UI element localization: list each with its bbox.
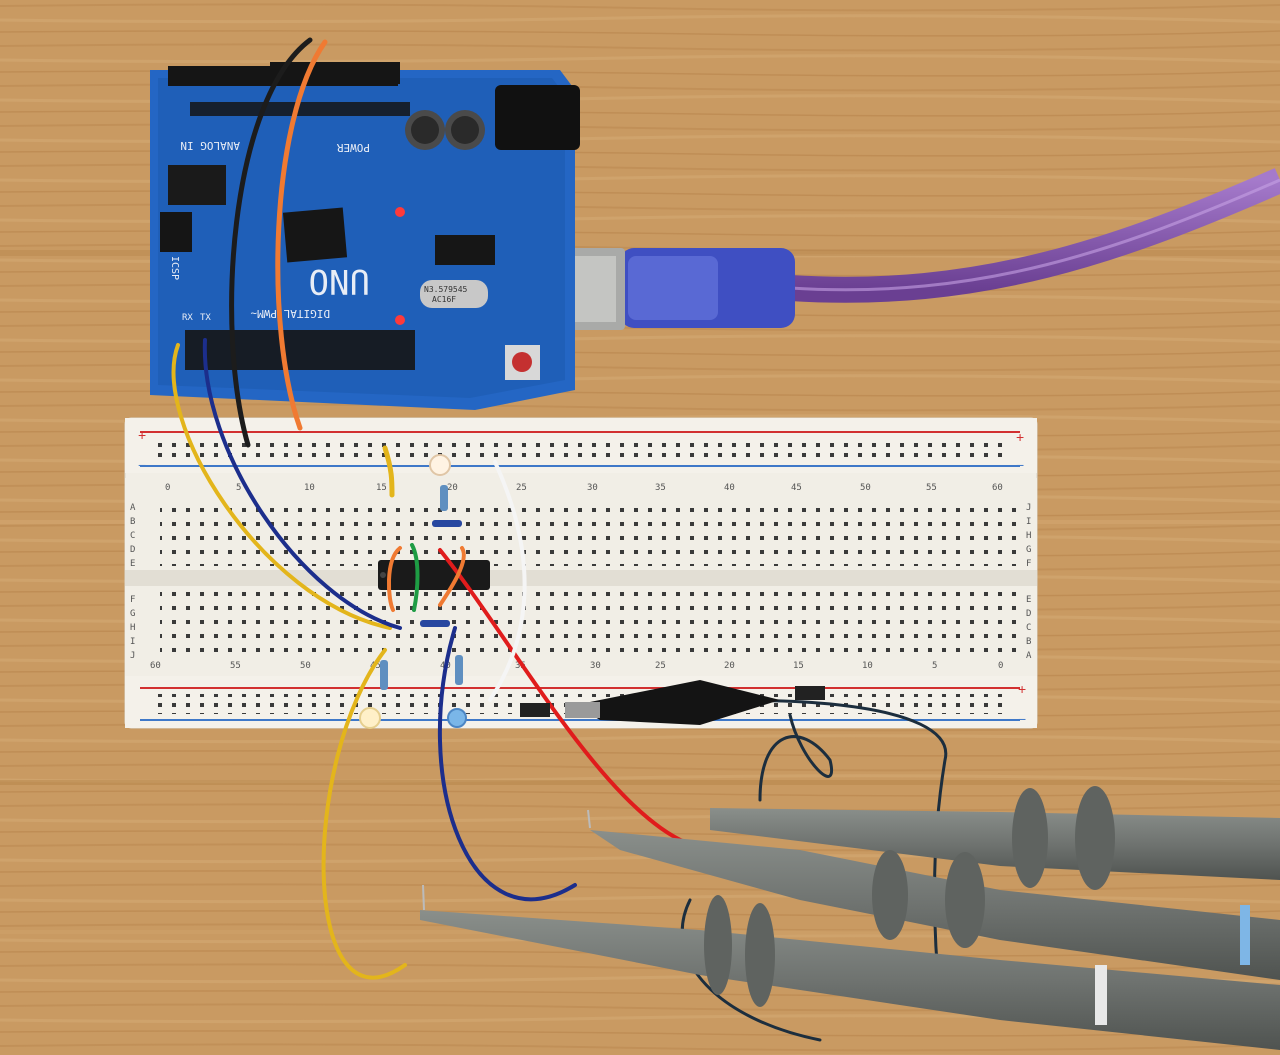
col-num-top: 45 [791,483,802,493]
crystal-label-top: N3.579545 [424,285,468,294]
col-num-top: 40 [724,483,735,493]
rail-minus-top-left: − [138,457,146,473]
row-letter: C [130,531,135,541]
rail-plus-top-left: + [138,427,146,443]
col-num-bottom: 20 [724,661,735,671]
board-silk-icsp: ICSP [169,256,180,280]
col-num-bottom: 5 [932,661,937,671]
col-num-top: 60 [992,483,1003,493]
ic-chip-icon [378,560,490,590]
breadboard-icon: + − + − + − 0 5 10 15 20 25 30 35 40 45 … [124,417,1038,729]
col-num-top: 15 [376,483,387,493]
col-num-top: 50 [860,483,871,493]
row-letter-right: E [1026,595,1031,605]
col-num-bottom: 35 [515,661,526,671]
tx-label: TX [200,313,211,323]
arduino-board-icon: UNO DIGITAL PWM~ POWER ANALOG IN ICSP N3… [150,62,580,410]
board-silk-power: POWER [337,141,370,154]
row-letter: G [130,609,135,619]
col-num-top: 10 [304,483,315,493]
col-num-top: 25 [516,483,527,493]
row-letter: B [130,517,135,527]
col-num-top: 0 [165,483,170,493]
row-letter: E [130,559,135,569]
row-letter-right: H [1026,531,1031,541]
col-num-bottom: 60 [150,661,161,671]
resistor-icon [380,485,463,690]
row-letter: I [130,637,135,647]
oscilloscope-probe-icon [420,786,1280,1050]
col-num-bottom: 50 [300,661,311,671]
col-num-bottom: 0 [998,661,1003,671]
board-name: UNO [309,261,370,301]
rail-plus-top-right: + [1016,429,1024,445]
rx-label: RX [182,313,193,323]
col-num-bottom: 25 [655,661,666,671]
col-num-top: 20 [447,483,458,493]
led-icon [359,454,467,729]
alligator-clip-icon [520,680,825,725]
row-letter: A [130,503,136,513]
col-num-bottom: 10 [862,661,873,671]
col-num-bottom: 30 [590,661,601,671]
row-letter: D [130,545,135,555]
row-letter-right: D [1026,609,1031,619]
board-silk-digital: DIGITAL PWM~ [250,307,330,320]
row-letter: F [130,595,135,605]
row-letter-right: G [1026,545,1031,555]
rail-plus-bottom-right: + [1018,681,1026,697]
row-letter-right: I [1026,517,1031,527]
row-letter-right: A [1026,651,1032,661]
rail-minus-top-right: − [1016,457,1024,473]
col-num-top: 35 [655,483,666,493]
col-num-top: 55 [926,483,937,493]
crystal-label-bottom: AC16F [432,295,456,304]
row-letter: J [130,651,135,661]
col-num-bottom: 55 [230,661,241,671]
row-letter-right: C [1026,623,1031,633]
row-letter-right: F [1026,559,1031,569]
board-silk-analog: ANALOG IN [180,139,240,152]
row-letter-right: J [1026,503,1031,513]
row-letter: H [130,623,135,633]
col-num-top: 5 [236,483,241,493]
jumper-wires [171,37,948,1042]
row-letter-right: B [1026,637,1031,647]
rail-minus-bottom-right: − [1018,711,1026,727]
col-num-top: 30 [587,483,598,493]
col-num-bottom: 15 [793,661,804,671]
